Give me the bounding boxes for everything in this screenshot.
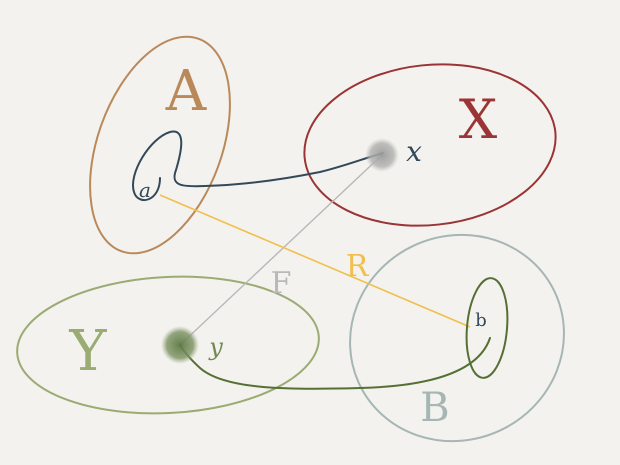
set-a-ellipse	[89, 35, 231, 255]
elem-b-loop	[465, 277, 509, 379]
relation-r-line	[159, 194, 471, 328]
set-b-label: B	[420, 385, 449, 431]
point-y-blob	[161, 326, 199, 364]
elem-a-loop	[132, 130, 384, 202]
elem-b-connector	[179, 337, 491, 390]
function-f-label: F	[271, 266, 292, 301]
set-b-ellipse	[349, 233, 565, 443]
set-x-label: X	[459, 88, 498, 151]
function-f-line	[179, 154, 383, 346]
set-y-label: Y	[69, 319, 108, 384]
point-x-blob	[365, 138, 399, 172]
elem-a-label: a	[139, 178, 151, 202]
elem-b-label: b	[475, 310, 487, 331]
relation-r-label: R	[346, 249, 370, 284]
set-y-ellipse	[16, 275, 320, 415]
elem-y-label: y	[208, 333, 223, 361]
set-x-ellipse	[303, 63, 557, 227]
set-a-label: A	[165, 59, 207, 124]
elem-x-label: x	[406, 135, 422, 168]
